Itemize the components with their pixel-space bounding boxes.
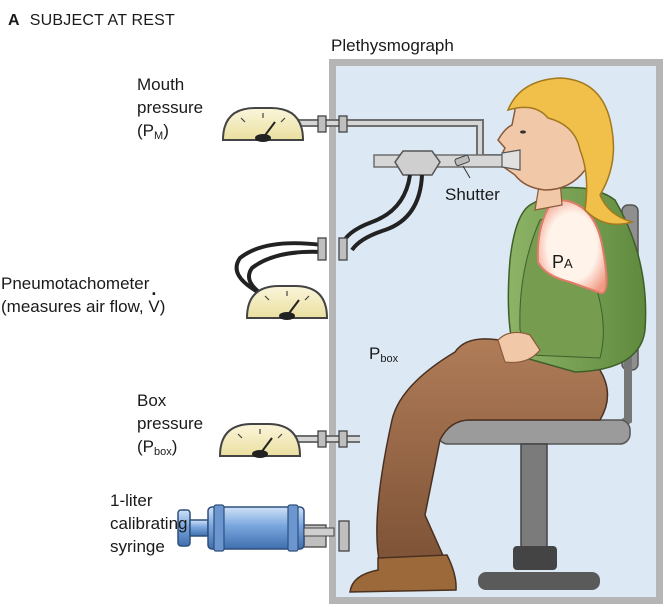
- alveolar-pressure-label: PA: [552, 252, 573, 272]
- syringe-label: 1-liter calibrating syringe: [110, 489, 188, 558]
- box-pressure-line1: Box: [137, 391, 167, 410]
- mouth-pressure-symbol: (PM): [137, 121, 169, 142]
- flow-gauge: [245, 285, 329, 320]
- box-pressure-label: Box pressure (Pbox): [137, 389, 203, 464]
- box-pressure-symbol: (Pbox): [137, 437, 178, 458]
- flow-symbol: V: [148, 283, 159, 318]
- mouth-pressure-line1: Mouth: [137, 75, 185, 94]
- syringe-line2: calibrating: [110, 514, 188, 533]
- calibrating-syringe: [177, 504, 335, 552]
- plethysmograph-label: Plethysmograph: [331, 36, 454, 55]
- mouth-pressure-gauge: [221, 107, 305, 142]
- box-pressure-inside-label: Pbox: [369, 344, 399, 365]
- syringe-line1: 1-liter: [110, 491, 153, 510]
- panel-title: A SUBJECT AT REST: [8, 11, 175, 31]
- shutter-label: Shutter: [445, 185, 500, 204]
- pneumotachometer-line2: (measures air flow, V): [1, 283, 165, 318]
- mouth-pressure-label: Mouth pressure (PM): [137, 73, 203, 148]
- mouth-pressure-line2: pressure: [137, 98, 204, 117]
- person-head: [497, 77, 635, 225]
- panel-title-text: SUBJECT AT REST: [29, 12, 176, 29]
- pneumotachometer-label: Pneumotachometer (measures air flow, V): [1, 272, 165, 318]
- airway-tubing: [234, 119, 521, 443]
- lung-alveolar-space: [536, 198, 608, 295]
- box-pressure-line2: pressure: [137, 414, 204, 433]
- panel-letter: A: [8, 12, 20, 29]
- box-pressure-gauge: [218, 423, 302, 458]
- syringe-line3: syringe: [110, 537, 165, 556]
- pneumotachometer-line1: Pneumotachometer: [1, 274, 150, 293]
